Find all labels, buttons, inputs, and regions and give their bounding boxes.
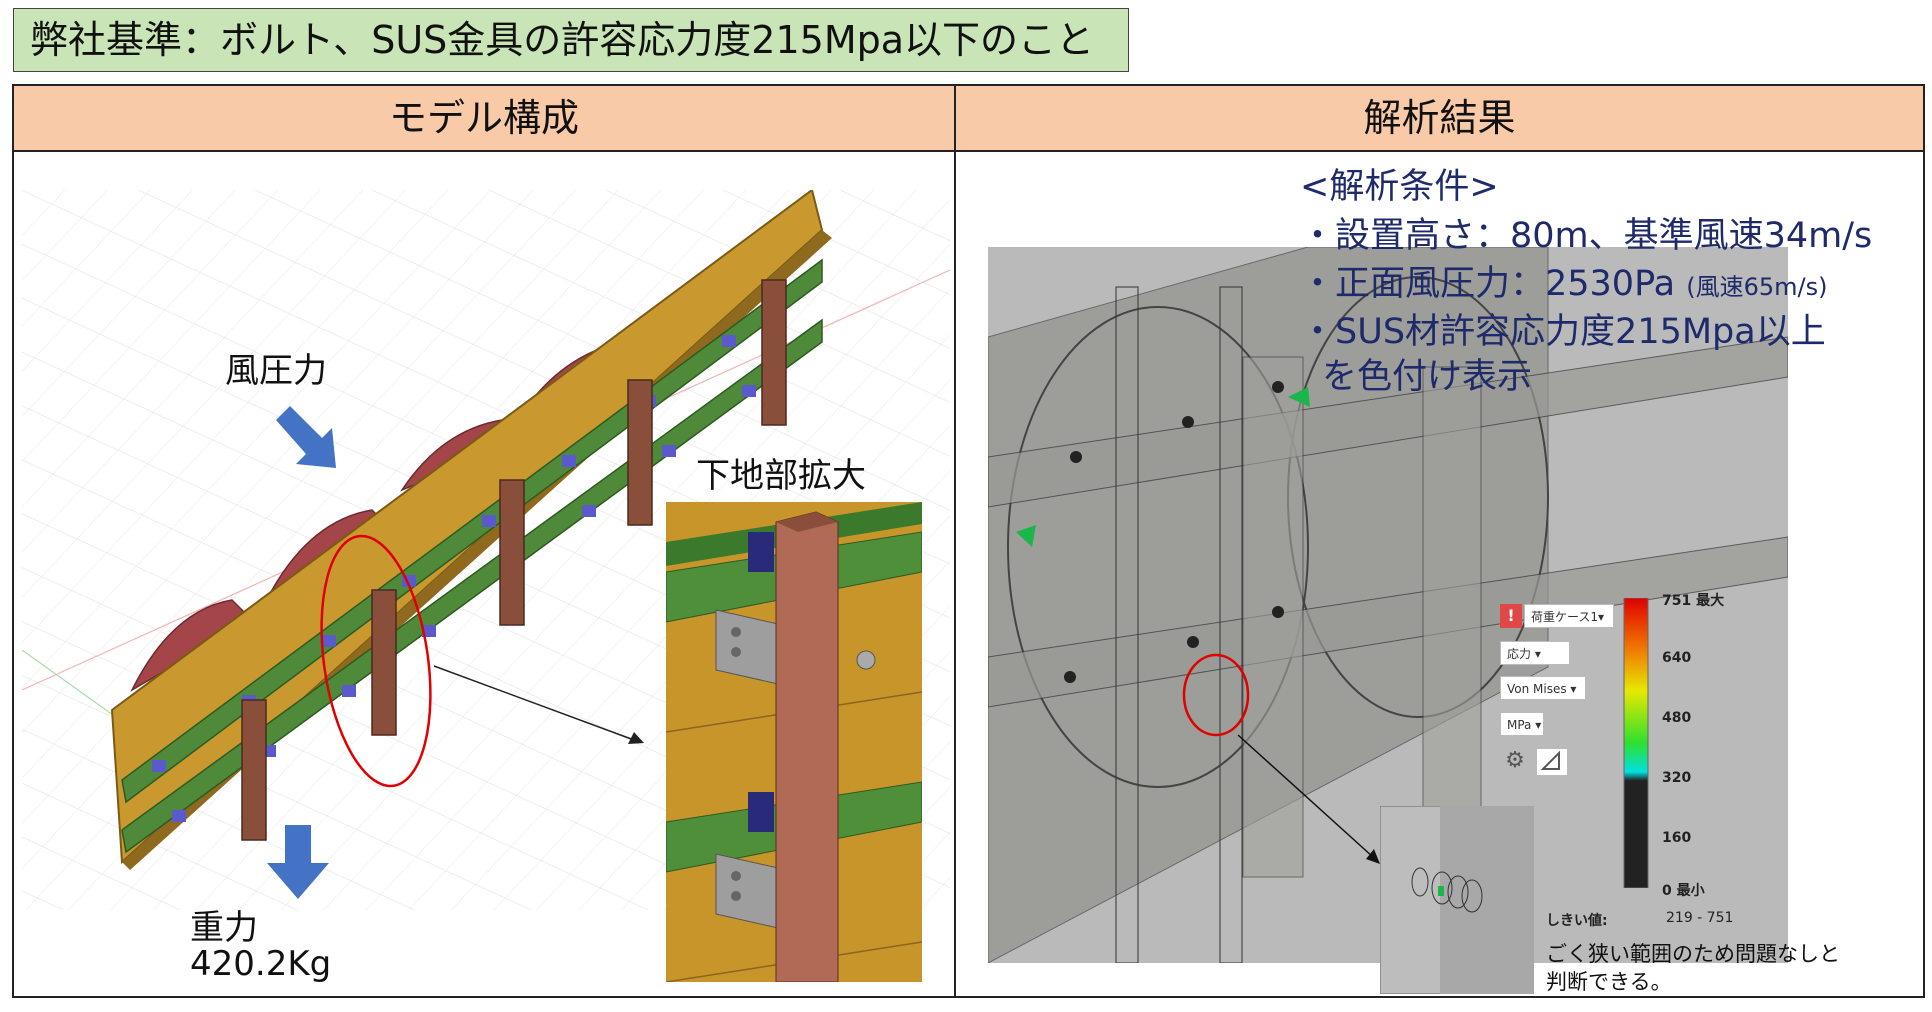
column-divider bbox=[954, 84, 956, 998]
alert-icon[interactable]: ! bbox=[1500, 604, 1522, 628]
condition-wind-pressure: ・正面風圧力：2530Pa (風速65m/s) bbox=[1300, 255, 1827, 306]
header-divider bbox=[12, 150, 1925, 152]
gravity-value: 420.2Kg bbox=[190, 944, 332, 984]
wind-pressure-label: 風圧力 bbox=[225, 351, 327, 391]
gravity-arrow-icon bbox=[267, 825, 329, 899]
legend-labels: 751 最大 640 480 320 160 0 最小 bbox=[1662, 590, 1782, 899]
analysis-note-line2: 判断できる。 bbox=[1546, 970, 1672, 994]
toggle-icon[interactable] bbox=[1536, 748, 1568, 776]
comparison-table bbox=[12, 84, 1925, 998]
threshold-range: 219 - 751 bbox=[1666, 910, 1734, 926]
unit-select[interactable]: MPa ▾ bbox=[1500, 712, 1544, 736]
load-case-select[interactable]: 荷重ケース1▾ bbox=[1524, 604, 1614, 628]
wind-arrow-icon bbox=[276, 406, 336, 468]
support-posts bbox=[241, 279, 787, 841]
header-model: モデル構成 bbox=[14, 86, 954, 150]
condition-allowable-stress: ・SUS材許容応力度215Mpa以上 bbox=[1300, 312, 1826, 352]
criterion-select[interactable]: Von Mises ▾ bbox=[1500, 676, 1586, 700]
highlight-ellipse bbox=[320, 534, 432, 788]
header-results: 解析結果 bbox=[956, 86, 1923, 150]
zoom-label: 下地部拡大 bbox=[696, 456, 866, 496]
legend-tick: 160 bbox=[1662, 830, 1692, 846]
legend-tick: 320 bbox=[1662, 770, 1692, 786]
legend-max-value: 751 bbox=[1662, 593, 1692, 609]
legend-max: 751 最大 bbox=[1662, 590, 1724, 610]
zoom-detail-image bbox=[666, 502, 922, 982]
threshold-label: しきい値: bbox=[1546, 913, 1608, 929]
condition-wind-speed-note: (風速65m/s) bbox=[1686, 273, 1828, 301]
condition-color-display: を色付け表示 bbox=[1322, 357, 1533, 397]
legend-min: 0 最小 bbox=[1662, 880, 1705, 900]
condition-wind-pressure-main: ・正面風圧力：2530Pa bbox=[1300, 264, 1676, 304]
legend-max-tag: 最大 bbox=[1696, 593, 1725, 609]
settings-gear-icon[interactable]: ⚙ bbox=[1505, 748, 1525, 773]
legend-min-value: 0 bbox=[1662, 883, 1672, 899]
legend-min-tag: 最小 bbox=[1676, 883, 1705, 899]
callout-line bbox=[433, 665, 635, 741]
condition-height-wind: ・設置高さ：80m、基準風速34m/s bbox=[1300, 216, 1873, 256]
gravity-label: 重力 bbox=[190, 908, 258, 948]
page-title: 弊社基準：ボルト、SUS金具の許容応力度215Mpa以下のこと bbox=[13, 8, 1129, 72]
hotspot-zoom-inset bbox=[1380, 806, 1534, 994]
stress-hotspot-circle bbox=[1182, 653, 1250, 737]
stress-color-legend-bar bbox=[1623, 598, 1649, 888]
legend-tick: 640 bbox=[1662, 650, 1692, 666]
legend-tick: 480 bbox=[1662, 710, 1692, 726]
triangle-icon bbox=[1540, 750, 1560, 770]
conditions-title: <解析条件> bbox=[1300, 167, 1499, 207]
analysis-note-line1: ごく狭い範囲のため問題なしと bbox=[1546, 942, 1840, 966]
result-type-select[interactable]: 応力 ▾ bbox=[1500, 641, 1570, 665]
